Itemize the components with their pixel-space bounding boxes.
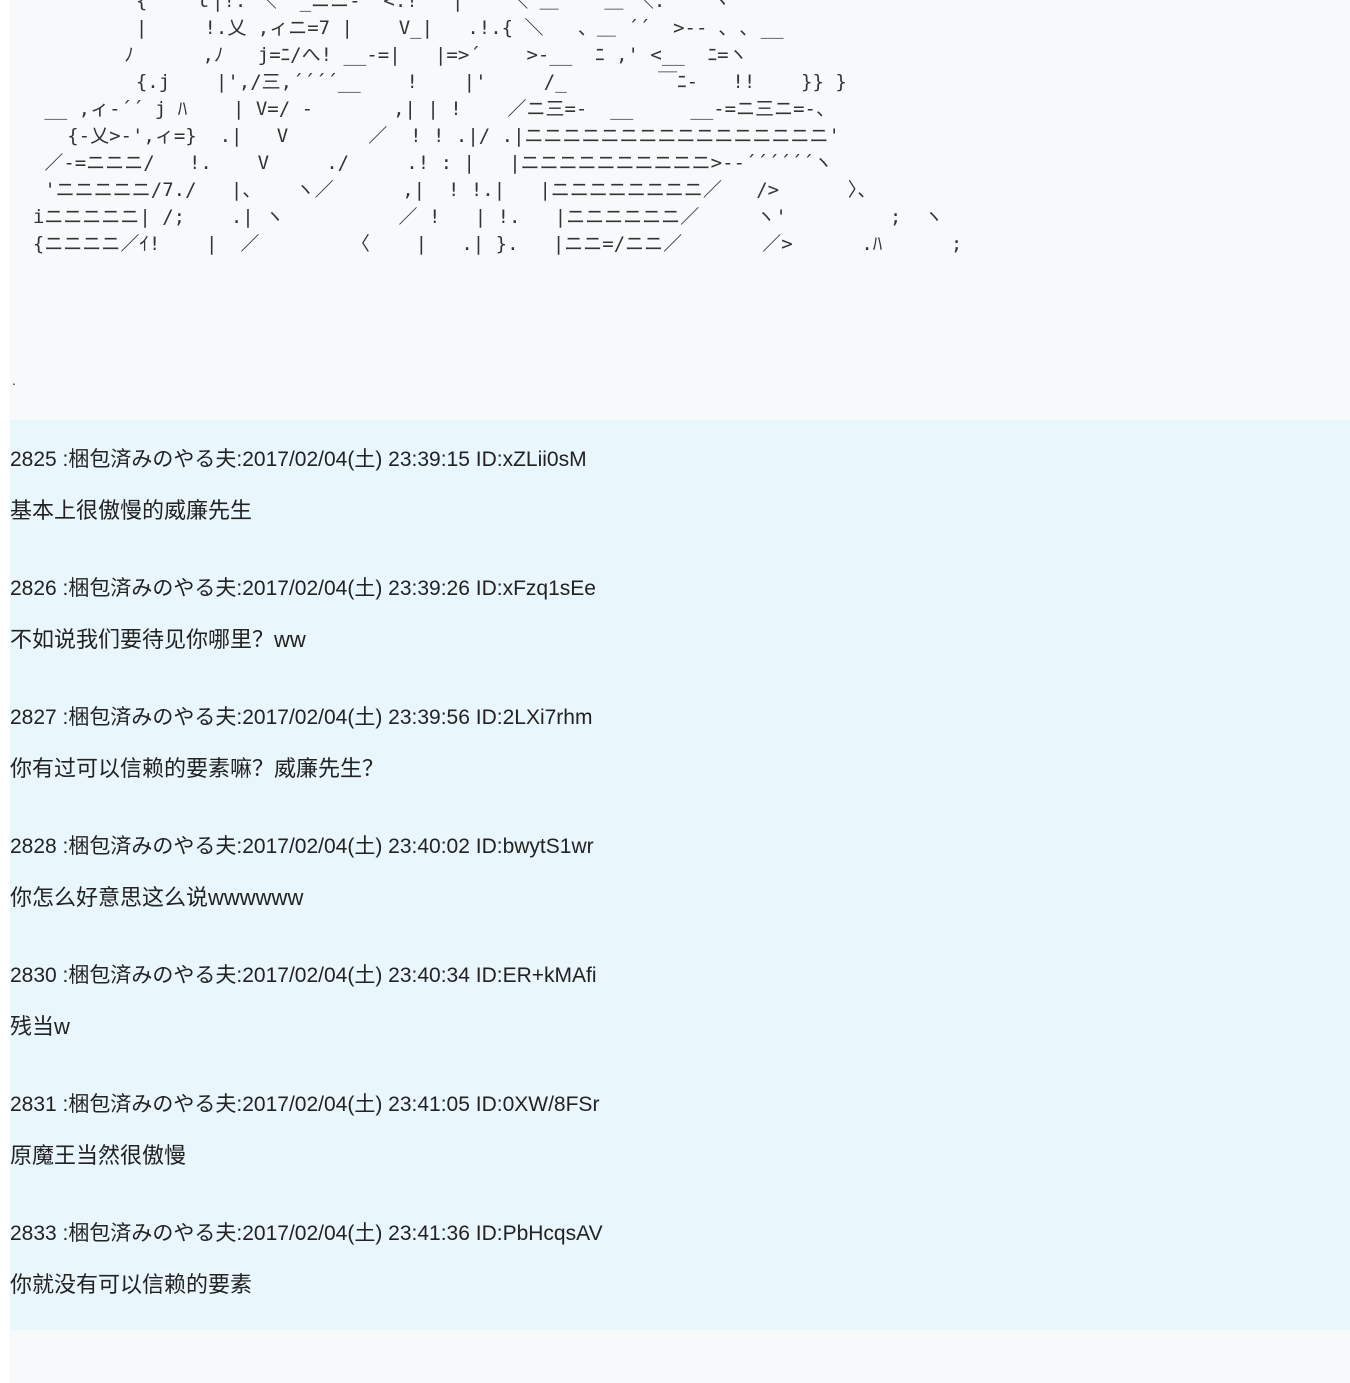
post-2825: 2825 :梱包済みのやる夫:2017/02/04(土) 23:39:15 ID… bbox=[10, 446, 1310, 526]
post-header: 2827 :梱包済みのやる夫:2017/02/04(土) 23:39:56 ID… bbox=[10, 706, 593, 729]
post-2826: 2826 :梱包済みのやる夫:2017/02/04(土) 23:39:26 ID… bbox=[10, 575, 1310, 655]
post-number: 2827 bbox=[10, 706, 57, 729]
post-id: ID:0XW/8FSr bbox=[475, 1093, 600, 1116]
post-number: 2831 bbox=[10, 1093, 57, 1116]
post-number: 2826 bbox=[10, 577, 57, 600]
post-2831: 2831 :梱包済みのやる夫:2017/02/04(土) 23:41:05 ID… bbox=[10, 1091, 1310, 1171]
post-date: 2017/02/04(土) 23:40:02 bbox=[242, 835, 470, 858]
post-date: 2017/02/04(土) 23:39:26 bbox=[242, 577, 470, 600]
post-header: 2828 :梱包済みのやる夫:2017/02/04(土) 23:40:02 ID… bbox=[10, 835, 594, 858]
post-date: 2017/02/04(土) 23:39:56 bbox=[242, 706, 470, 729]
post-body: 原魔王当然很傲慢 bbox=[10, 1143, 187, 1168]
post-2830: 2830 :梱包済みのやる夫:2017/02/04(土) 23:40:34 ID… bbox=[10, 962, 1310, 1042]
ascii-art-line: { ｌ|!. ＼ _ニニ- <.! | ＼ ＿ ＿ ＼. ヽ bbox=[10, 0, 731, 12]
ascii-art-block: { ｌ|!. ＼ _ニニ- <.! | ＼ ＿ ＿ ＼. ヽ | !.乂 ,ィニ… bbox=[10, 0, 1350, 420]
post-date: 2017/02/04(土) 23:40:34 bbox=[242, 964, 470, 987]
post-author: 梱包済みのやる夫 bbox=[68, 1093, 237, 1116]
post-id: ID:2LXi7rhm bbox=[475, 706, 593, 729]
post-2833: 2833 :梱包済みのやる夫:2017/02/04(土) 23:41:36 ID… bbox=[10, 1220, 1310, 1300]
post-author: 梱包済みのやる夫 bbox=[68, 964, 237, 987]
post-id: ID:xFzq1sEe bbox=[475, 577, 596, 600]
post-date: 2017/02/04(土) 23:41:36 bbox=[242, 1222, 470, 1245]
post-id: ID:bwytS1wr bbox=[475, 835, 594, 858]
post-author: 梱包済みのやる夫 bbox=[68, 706, 237, 729]
post-header: 2830 :梱包済みのやる夫:2017/02/04(土) 23:40:34 ID… bbox=[10, 964, 597, 987]
ascii-art-line: ／-=ニニニ/ !. V ./ .! : | |ニニニニニニニニニニ>--´´´… bbox=[10, 152, 833, 174]
ascii-art-line: {-乂>-',ィ=} .| V ／ ! ! .|/ .|ニニニニニニニニニニニニ… bbox=[10, 125, 840, 147]
post-id: ID:ER+kMAfi bbox=[475, 964, 597, 987]
post-body: 你有过可以信赖的要素嘛？威廉先生？ bbox=[10, 756, 385, 781]
post-number: 2833 bbox=[10, 1222, 57, 1245]
ascii-art-line: iニニニニニ| /; .| ヽ ／ ! | !. |ニニニニニニ／ ヽ' ; ヽ bbox=[10, 206, 944, 228]
post-number: 2830 bbox=[10, 964, 57, 987]
post-body: 残当w bbox=[10, 1014, 70, 1039]
ascii-art-line: 'ニニニニニ/7./ |、 ヽ／ ,| ! !.| |ニニニニニニニニ／ /> … bbox=[10, 179, 877, 201]
post-date: 2017/02/04(土) 23:39:15 bbox=[242, 448, 470, 471]
post-header: 2825 :梱包済みのやる夫:2017/02/04(土) 23:39:15 ID… bbox=[10, 448, 587, 471]
ascii-art-line: | !.乂 ,ィニ=7 | V_| .!.{ ＼ 、＿ ´´ >‐- ､ ､ _… bbox=[10, 17, 784, 39]
ascii-art: { ｌ|!. ＼ _ニニ- <.! | ＼ ＿ ＿ ＼. ヽ | !.乂 ,ィニ… bbox=[10, 0, 962, 258]
post-body: 基本上很傲慢的威廉先生 bbox=[10, 498, 253, 523]
post-author: 梱包済みのやる夫 bbox=[68, 835, 237, 858]
ascii-art-line: {.j |',/三,´´´´__ ! |' /_ ￣ﾆ- !! }} } bbox=[10, 71, 847, 93]
post-author: 梱包済みのやる夫 bbox=[68, 577, 237, 600]
post-author: 梱包済みのやる夫 bbox=[68, 1222, 237, 1245]
post-number: 2825 bbox=[10, 448, 57, 471]
comment-section: 2825 :梱包済みのやる夫:2017/02/04(土) 23:39:15 ID… bbox=[10, 420, 1350, 1330]
post-body: 你怎么好意思这么说wwwwww bbox=[10, 885, 304, 910]
post-body: 你就没有可以信赖的要素 bbox=[10, 1272, 253, 1297]
ascii-art-line: ﾉ ,ﾉ j=ﾆ/へ! __-=| |=>´ >‐__ ﾆ ,' <__ ﾆ=ヽ bbox=[10, 44, 748, 66]
post-header: 2831 :梱包済みのやる夫:2017/02/04(土) 23:41:05 ID… bbox=[10, 1093, 600, 1116]
ascii-art-line: {ニニニニ／ｲ! | ／ 〈 | .| }. |ニニ=/ニニ／ ／> .ﾊ ; bbox=[10, 233, 963, 255]
post-2827: 2827 :梱包済みのやる夫:2017/02/04(土) 23:39:56 ID… bbox=[10, 704, 1310, 784]
post-header: 2833 :梱包済みのやる夫:2017/02/04(土) 23:41:36 ID… bbox=[10, 1222, 603, 1245]
post-date: 2017/02/04(土) 23:41:05 bbox=[242, 1093, 470, 1116]
post-header: 2826 :梱包済みのやる夫:2017/02/04(土) 23:39:26 ID… bbox=[10, 577, 596, 600]
post-2828: 2828 :梱包済みのやる夫:2017/02/04(土) 23:40:02 ID… bbox=[10, 833, 1310, 913]
post-number: 2828 bbox=[10, 835, 57, 858]
ascii-art-trailing-dot: . bbox=[12, 372, 16, 388]
post-id: ID:xZLii0sM bbox=[475, 448, 587, 471]
post-id: ID:PbHcqsAV bbox=[475, 1222, 603, 1245]
post-author: 梱包済みのやる夫 bbox=[68, 448, 237, 471]
ascii-art-line: __ ,ィ-´´ j ﾊ | V=/ - ,| | ! ／ニ三=- __ __-… bbox=[10, 98, 835, 120]
post-body: 不如说我们要待见你哪里？ww bbox=[10, 627, 306, 652]
